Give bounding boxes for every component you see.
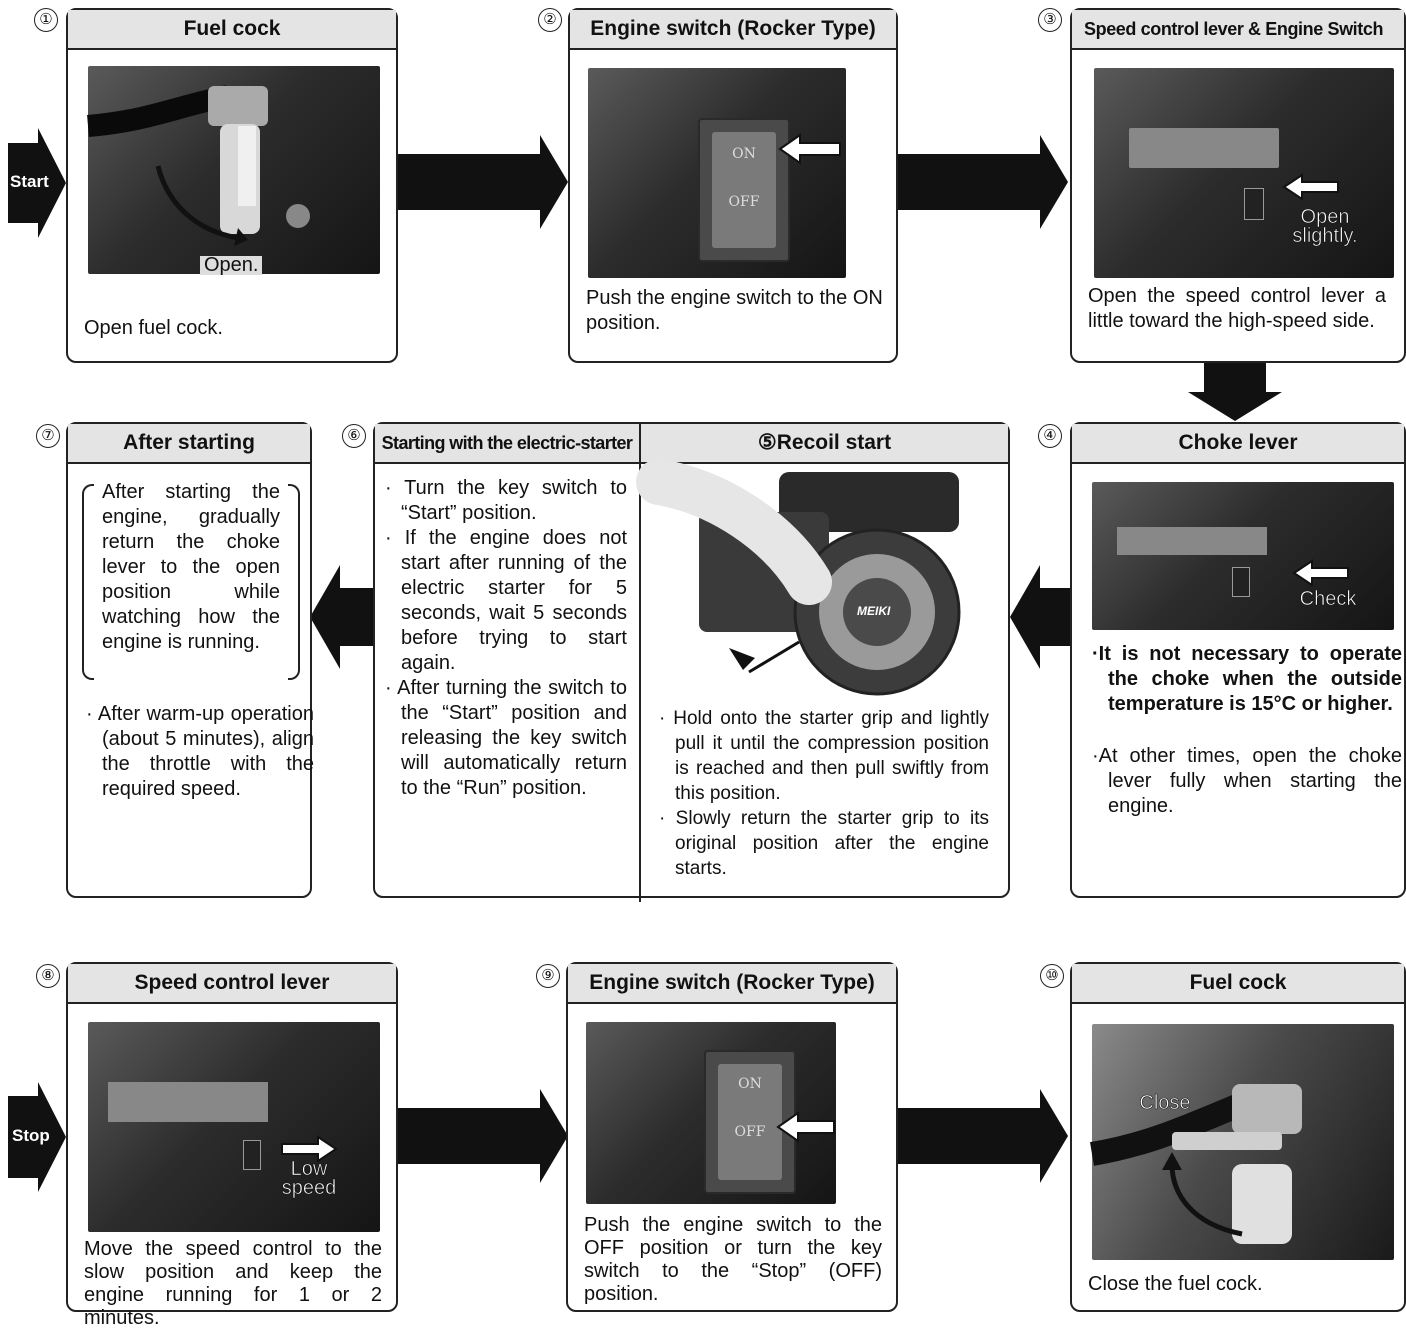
step-1-fuel-cock: Fuel cock Open. Open fuel cock.	[66, 8, 398, 363]
step-number-4: ④	[1038, 424, 1062, 448]
left-bracket	[82, 484, 94, 680]
step-6-bullet-3: · After turning the switch to the “Start…	[385, 677, 627, 799]
step-4-text: ·At other times, open the choke lever fu…	[1092, 745, 1402, 817]
open-slightly-label: Open slightly.	[1292, 206, 1358, 247]
step-number-8: ⑧	[36, 964, 60, 988]
choke-lever-photo: Check	[1092, 482, 1394, 630]
step-5-6-header: Starting with the electric-starter ⑤Reco…	[375, 424, 1008, 464]
left-arrow-icon	[776, 1111, 835, 1143]
step-number-10: ⑩	[1040, 964, 1064, 988]
step-6-bullets: · Turn the key switch to “Start” positio…	[385, 476, 627, 801]
flow-arrow-4-5	[1010, 565, 1072, 669]
start-label: Start	[10, 172, 49, 191]
step-9-engine-switch: Engine switch (Rocker Type) ON OFF Push …	[566, 962, 898, 1312]
step-3-text: Open the speed control lever a little to…	[1088, 285, 1386, 332]
step-1-text: Open fuel cock.	[84, 317, 223, 339]
fuel-cock-photo: Open.	[87, 66, 380, 275]
step-7-after-starting: After starting After starting the engine…	[66, 422, 314, 898]
step-number-5: ⑤	[757, 431, 777, 454]
step-8-text: Move the speed control to the slow posit…	[84, 1238, 382, 1329]
step-10-text: Close the fuel cock.	[1088, 1273, 1263, 1295]
step-5-bullets: · Hold onto the starter grip and lightly…	[659, 706, 989, 881]
step-6-bullet-1: · Turn the key switch to “Start” positio…	[385, 477, 628, 524]
step-4-choke-lever: Choke lever Check ·It is not necessary t…	[1070, 422, 1406, 898]
step-5-bullet-1: · Hold onto the starter grip and lightly…	[659, 708, 989, 804]
check-label: Check	[1299, 588, 1357, 610]
step-10-fuel-cock: Fuel cock Close Close the fuel cock.	[1070, 962, 1406, 1312]
step-number-7: ⑦	[36, 424, 60, 448]
open-label: Open.	[200, 255, 263, 275]
step-5-bullet-2: · Slowly return the starter grip to its …	[659, 808, 990, 879]
step-2-engine-switch: Engine switch (Rocker Type) ON OFF Push …	[568, 8, 898, 363]
left-arrow-icon	[1292, 559, 1349, 587]
flow-arrow-8-9	[398, 1089, 568, 1183]
step-4-title: Choke lever	[1072, 424, 1404, 464]
right-bracket	[288, 484, 300, 680]
stop-label: Stop	[12, 1126, 50, 1145]
step-7-bullet: · After warm-up operation (about 5 minut…	[86, 703, 314, 800]
step-9-title: Engine switch (Rocker Type)	[568, 964, 896, 1004]
step-number-1: ①	[34, 8, 58, 32]
step-3-title: Speed control lever & Engine Switch	[1072, 10, 1404, 50]
step-5-6-starting: Starting with the electric-starter ⑤Reco…	[373, 422, 1010, 902]
column-divider	[639, 462, 641, 902]
switch-on-text: ON	[738, 1076, 762, 1092]
step-5-title: ⑤Recoil start	[757, 431, 892, 454]
flow-arrows	[8, 128, 1282, 1192]
recoil-start-photo: MEIKI	[636, 459, 989, 698]
step-8-speed-lever: Speed control lever Low speed Move the s…	[66, 962, 398, 1329]
stop-arrow	[8, 1082, 66, 1192]
fuel-valve-illustration	[87, 85, 310, 246]
step-number-9: ⑨	[536, 964, 560, 988]
step-6-title: Starting with the electric-starter	[375, 424, 641, 462]
rocker-switch-off-photo: ON OFF	[586, 1022, 836, 1204]
step-3-speed-lever: Speed control lever & Engine Switch Open…	[1070, 8, 1406, 363]
step-6-bullet-2: · If the engine does not start after run…	[385, 527, 628, 674]
switch-off-text: OFF	[734, 1124, 766, 1140]
step-9-text: Push the engine switch to the OFF positi…	[584, 1214, 882, 1305]
engine-brand-logo: MEIKI	[857, 604, 891, 618]
low-speed-label: Low speed	[281, 1158, 337, 1199]
fuel-cock-closed-photo: Close	[1090, 1024, 1394, 1260]
step-8-title: Speed control lever	[68, 964, 396, 1004]
step-7-paren-text: After starting the engine, gradually ret…	[102, 481, 280, 653]
flow-arrow-2-3	[898, 135, 1068, 229]
switch-on-text: ON	[732, 146, 756, 162]
right-arrow-icon	[281, 1135, 338, 1163]
step-number-6: ⑥	[342, 424, 366, 448]
start-arrow	[8, 128, 66, 238]
step-10-title: Fuel cock	[1072, 964, 1404, 1004]
step-7-title: After starting	[68, 424, 310, 464]
step-2-title: Engine switch (Rocker Type)	[570, 10, 896, 50]
speed-lever-low-photo: Low speed	[88, 1022, 380, 1232]
speed-lever-open-photo: Open slightly.	[1094, 68, 1394, 278]
left-arrow-icon	[778, 133, 841, 165]
flow-arrow-3-4	[1188, 363, 1282, 421]
close-label: Close	[1139, 1092, 1191, 1114]
flow-arrow-6-7	[310, 565, 374, 669]
rocker-switch-on-photo: ON OFF	[588, 68, 846, 278]
step-number-3: ③	[1038, 8, 1062, 32]
step-4-bold-note: ·It is not necessary to operate the chok…	[1092, 643, 1402, 715]
left-arrow-icon	[1282, 173, 1339, 201]
switch-off-text: OFF	[728, 194, 760, 210]
flow-arrow-1-2	[398, 135, 568, 229]
flow-arrow-9-10	[898, 1089, 1068, 1183]
step-2-text: Push the engine switch to the ON positio…	[586, 287, 883, 334]
step-1-title: Fuel cock	[68, 10, 396, 50]
step-number-2: ②	[538, 8, 562, 32]
